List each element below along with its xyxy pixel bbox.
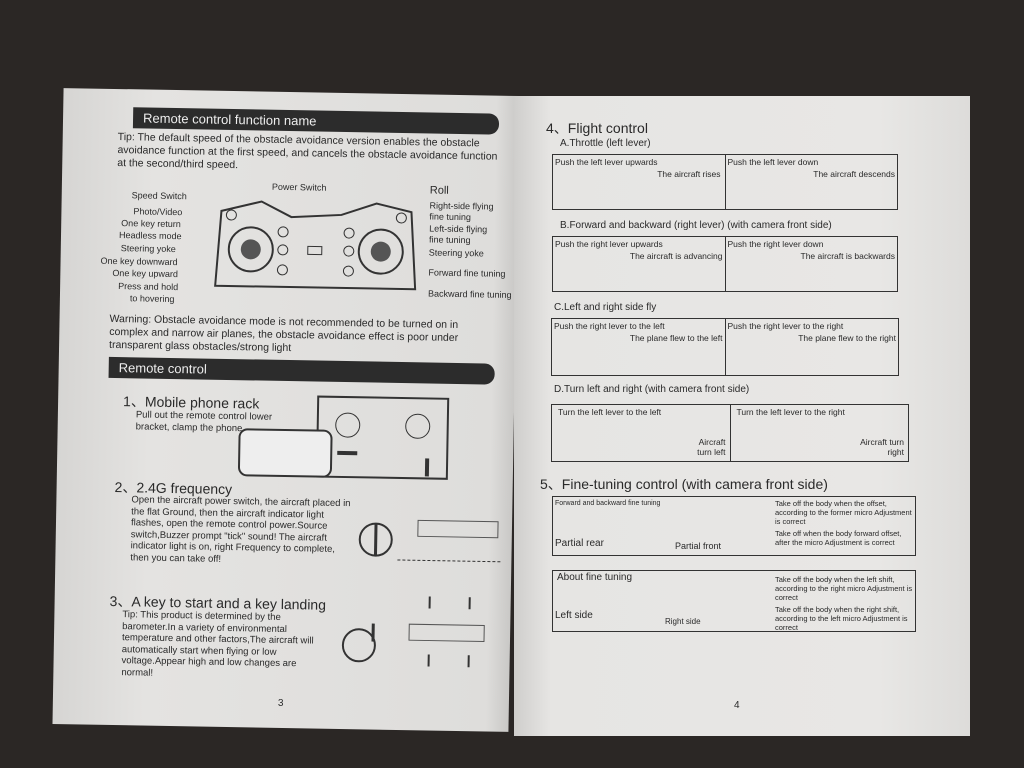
section-header-remote-control: Remote control [108, 356, 495, 385]
page-number: 3 [277, 697, 284, 709]
fine-tuning-side-panel: About fine tuning Left side Right side T… [552, 570, 916, 632]
side-fly-title: C.Left and right side fly [554, 302, 657, 313]
label: Backward fine tuning [427, 288, 512, 300]
label: Left side [555, 610, 593, 621]
turn-title: D.Turn left and right (with camera front… [554, 384, 750, 395]
label: Take off the body when the offset, accor… [775, 499, 912, 526]
label: Left-side flying [429, 223, 488, 235]
controller-labels-right: Roll Right-side flying fine tuning Left-… [64, 88, 520, 299]
page-number: 4 [734, 700, 740, 711]
forward-backward-title: B.Forward and backward (right lever) (wi… [560, 220, 832, 231]
phone-rack-diagram [237, 395, 450, 480]
fine-tuning-forward-panel: Forward and backward fine tuning Partial… [552, 496, 916, 556]
controller-labels-left: Speed Switch Photo/Video One key return … [64, 88, 520, 304]
label: One key return [121, 218, 181, 230]
label: Photo/Video [133, 206, 183, 218]
takeoff-landing-diagram [341, 596, 485, 668]
right-page: 4、Flight control A.Throttle (left lever)… [514, 96, 970, 736]
label: Steering yoke [120, 243, 176, 255]
left-page: Remote control function name Tip: The de… [52, 88, 520, 732]
tip-text: Tip: The default speed of the obstacle a… [117, 131, 498, 172]
remote-controller-diagram [214, 200, 417, 291]
label: Steering yoke [428, 247, 484, 259]
label: fine tuning [429, 211, 472, 223]
label: Partial rear [555, 538, 604, 549]
throttle-title: A.Throttle (left lever) [560, 138, 651, 149]
label: Right side [665, 617, 701, 626]
label: Press and hold [118, 281, 179, 293]
warning-text: Warning: Obstacle avoidance mode is not … [109, 312, 459, 355]
label: Right-side flying [429, 200, 494, 212]
item2-body: Open the aircraft power switch, the airc… [130, 494, 351, 565]
label: fine tuning [428, 234, 471, 246]
item5-title: 5、Fine-tuning control (with camera front… [540, 476, 828, 492]
label: Forward fine tuning [428, 267, 506, 279]
section-header-function-name: Remote control function name [132, 107, 500, 135]
label: One key downward [100, 255, 178, 268]
label: Speed Switch [131, 190, 187, 202]
label: Partial front [675, 541, 722, 551]
item3-body: Tip: This product is determined by the b… [121, 609, 314, 679]
label: Take off when the body forward offset, a… [775, 529, 902, 547]
label: to hovering [129, 293, 175, 305]
label: Headless mode [118, 230, 182, 242]
label: Roll [429, 184, 449, 197]
label: Forward and backward fine tuning [555, 500, 661, 507]
label: About fine tuning [557, 572, 633, 583]
label: One key upward [112, 267, 178, 280]
label: Take off the body when the right shift, … [775, 605, 908, 631]
frequency-diagram [358, 519, 503, 563]
item4-title: 4、Flight control [546, 120, 648, 136]
label: Take off the body when the left shift, a… [775, 575, 913, 602]
